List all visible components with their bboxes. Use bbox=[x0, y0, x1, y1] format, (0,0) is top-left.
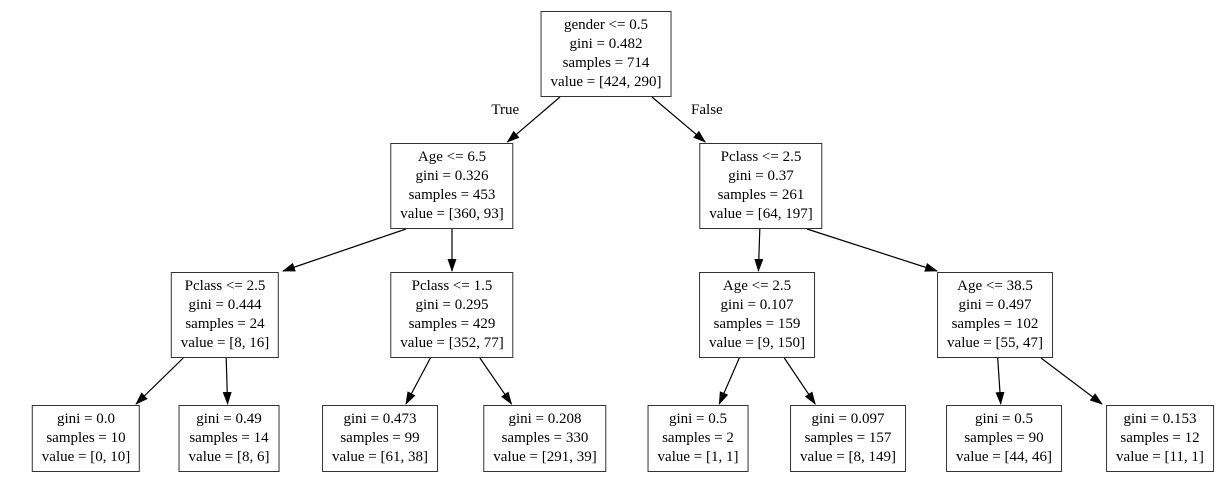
node-line: samples = 429 bbox=[408, 316, 496, 332]
node-line: value = [0, 10] bbox=[41, 449, 131, 465]
node-line: value = [1, 1] bbox=[657, 449, 739, 465]
node-line: samples = 102 bbox=[951, 316, 1039, 332]
node-line: Pclass <= 2.5 bbox=[720, 149, 802, 165]
node-line: samples = 453 bbox=[408, 187, 496, 203]
tree-node-n2: Pclass <= 2.5 gini = 0.37 samples = 261 val… bbox=[699, 143, 823, 229]
tree-edge-n3-l2 bbox=[222, 357, 232, 405]
node-line: gini = 0.497 bbox=[958, 297, 1032, 313]
node-line: gender <= 0.5 bbox=[564, 17, 648, 33]
node-line: value = [64, 197] bbox=[709, 206, 813, 222]
node-line: Age <= 6.5 bbox=[417, 149, 487, 165]
tree-edge-n1-n3 bbox=[282, 228, 407, 272]
edge-label-true: True bbox=[491, 101, 520, 118]
node-line: samples = 90 bbox=[964, 430, 1044, 446]
node-line: gini = 0.5 bbox=[668, 411, 728, 427]
tree-node-n4: Pclass <= 1.5 gini = 0.295 samples = 429 va… bbox=[390, 272, 514, 358]
node-line: samples = 261 bbox=[717, 187, 805, 203]
node-line: gini = 0.0 bbox=[56, 411, 116, 427]
tree-node-l6: gini = 0.097 samples = 157 value = [8, 149… bbox=[790, 405, 906, 472]
node-line: samples = 330 bbox=[501, 430, 589, 446]
node-line: samples = 157 bbox=[804, 430, 892, 446]
node-line: value = [55, 47] bbox=[947, 335, 1043, 351]
tree-node-l7: gini = 0.5 samples = 90 value = [44, 46] bbox=[946, 405, 1062, 472]
node-line: Pclass <= 1.5 bbox=[411, 278, 493, 294]
node-line: value = [8, 6] bbox=[188, 449, 270, 465]
node-line: samples = 2 bbox=[662, 430, 734, 446]
tree-node-l1: gini = 0.0 samples = 10 value = [0, 10] bbox=[31, 405, 141, 472]
node-line: value = [11, 1] bbox=[1116, 449, 1204, 465]
tree-node-l3: gini = 0.473 samples = 99 value = [61, 38] bbox=[322, 405, 438, 472]
node-line: gini = 0.153 bbox=[1123, 411, 1197, 427]
tree-edge-n4-l4 bbox=[479, 357, 513, 405]
node-line: gini = 0.49 bbox=[196, 411, 262, 427]
node-line: gini = 0.097 bbox=[811, 411, 885, 427]
node-line: gini = 0.208 bbox=[508, 411, 582, 427]
node-line: value = [8, 149] bbox=[800, 449, 896, 465]
node-line: value = [360, 93] bbox=[400, 206, 504, 222]
tree-edge-n2-n6 bbox=[806, 228, 938, 272]
tree-node-n5: Age <= 2.5 gini = 0.107 samples = 159 value… bbox=[699, 272, 815, 358]
node-line: samples = 12 bbox=[1120, 430, 1200, 446]
node-line: samples = 159 bbox=[713, 316, 801, 332]
node-line: gini = 0.5 bbox=[974, 411, 1034, 427]
tree-node-root: gender <= 0.5 gini = 0.482 samples = 714 va… bbox=[540, 11, 672, 97]
tree-edge-n4-l3 bbox=[405, 357, 431, 405]
tree-edge-n2-n5 bbox=[754, 228, 764, 272]
node-line: value = [9, 150] bbox=[709, 335, 805, 351]
node-line: gini = 0.473 bbox=[343, 411, 417, 427]
node-line: samples = 714 bbox=[562, 55, 650, 71]
tree-edge-n6-l7 bbox=[995, 357, 1005, 405]
tree-edge-n5-l6 bbox=[783, 357, 816, 405]
tree-edge-n5-l5 bbox=[718, 357, 740, 405]
node-line: Pclass <= 2.5 bbox=[184, 278, 266, 294]
node-line: gini = 0.37 bbox=[728, 168, 794, 184]
tree-edge-n6-l8 bbox=[1040, 357, 1103, 405]
node-line: samples = 99 bbox=[340, 430, 420, 446]
tree-node-n1: Age <= 6.5 gini = 0.326 samples = 453 value… bbox=[390, 143, 514, 229]
node-line: value = [424, 290] bbox=[550, 74, 662, 90]
tree-node-l8: gini = 0.153 samples = 12 value = [11, 1] bbox=[1106, 405, 1214, 472]
node-line: gini = 0.295 bbox=[415, 297, 489, 313]
node-line: samples = 24 bbox=[185, 316, 265, 332]
node-line: samples = 14 bbox=[189, 430, 269, 446]
node-line: value = [352, 77] bbox=[400, 335, 504, 351]
tree-edge-n3-l1 bbox=[135, 357, 184, 405]
node-line: value = [61, 38] bbox=[332, 449, 428, 465]
edge-label-false: False bbox=[691, 101, 723, 118]
tree-node-l5: gini = 0.5 samples = 2 value = [1, 1] bbox=[647, 405, 749, 472]
node-line: Age <= 38.5 bbox=[957, 278, 1033, 294]
tree-node-l4: gini = 0.208 samples = 330 value = [291, 3… bbox=[483, 405, 607, 472]
node-line: gini = 0.482 bbox=[569, 36, 643, 52]
tree-node-n6: Age <= 38.5 gini = 0.497 samples = 102 valu… bbox=[937, 272, 1053, 358]
node-line: gini = 0.326 bbox=[415, 168, 489, 184]
node-line: value = [44, 46] bbox=[956, 449, 1052, 465]
tree-node-n3: Pclass <= 2.5 gini = 0.444 samples = 24 val… bbox=[170, 272, 280, 358]
node-line: value = [291, 39] bbox=[493, 449, 597, 465]
node-line: gini = 0.107 bbox=[720, 297, 794, 313]
node-line: samples = 10 bbox=[46, 430, 126, 446]
node-line: Age <= 2.5 bbox=[722, 278, 792, 294]
node-line: value = [8, 16] bbox=[180, 335, 270, 351]
node-line: gini = 0.444 bbox=[188, 297, 262, 313]
tree-node-l2: gini = 0.49 samples = 14 value = [8, 6] bbox=[178, 405, 280, 472]
